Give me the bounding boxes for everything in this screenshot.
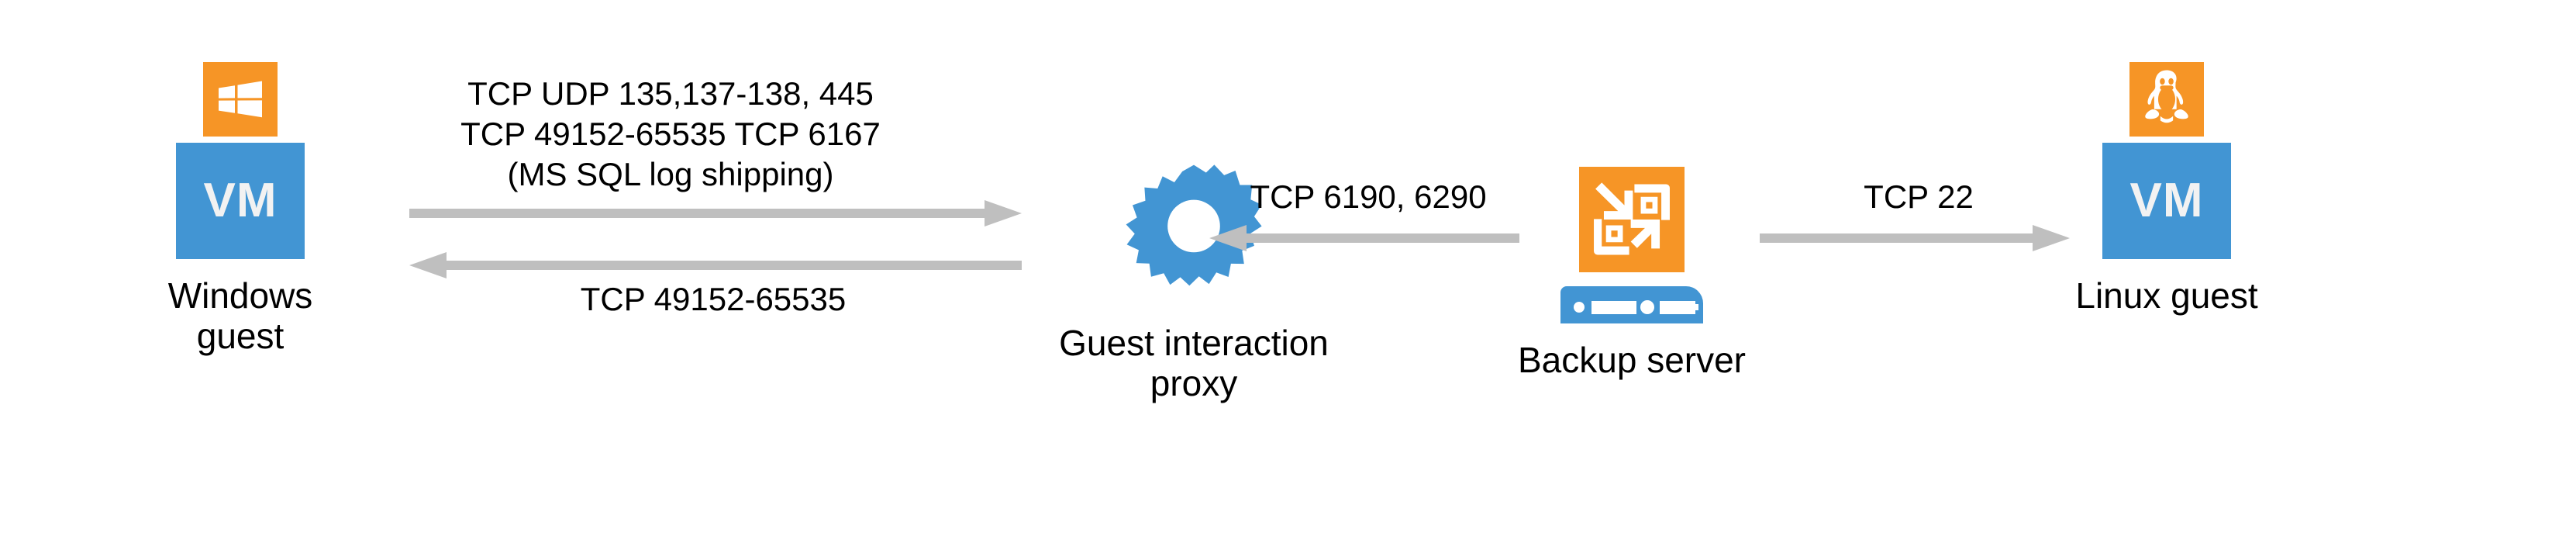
- linux-vm-box[interactable]: VM: [2102, 143, 2231, 259]
- guest-interaction-proxy-caption: Guest interaction proxy: [1059, 323, 1329, 403]
- backup-restore-icon: [1579, 167, 1685, 272]
- backup-server-caption: Backup server: [1517, 340, 1746, 380]
- backup-server-graphic: [1560, 167, 1703, 323]
- linux-guest-caption: Linux guest: [2075, 275, 2258, 316]
- node-guest-interaction-proxy[interactable]: Guest interaction proxy: [1031, 159, 1357, 403]
- node-linux-guest[interactable]: VM Linux guest: [2074, 62, 2260, 316]
- windows-vm-label: VM: [203, 174, 278, 227]
- linux-penguin-icon: [2129, 62, 2204, 137]
- linux-vm-label: VM: [2129, 174, 2204, 227]
- arrow-proxy-to-windows: [409, 252, 1022, 278]
- link-label-proxy-to-windows: TCP 49152-65535: [580, 281, 847, 317]
- link-label-windows-to-proxy: TCP UDP 135,137-138, 445 TCP 49152-65535…: [460, 75, 881, 193]
- arrow-backup-to-linux: [1760, 225, 2070, 251]
- gear-icon: [1120, 159, 1267, 306]
- windows-logo-icon: [203, 62, 278, 137]
- server-rack-icon: [1560, 286, 1703, 323]
- link-label-backup-to-linux: TCP 22: [1864, 178, 1974, 215]
- arrow-backup-to-proxy: [1209, 225, 1519, 251]
- arrow-windows-to-proxy: [409, 200, 1022, 227]
- windows-vm-box[interactable]: VM: [176, 143, 305, 259]
- node-backup-server[interactable]: Backup server: [1485, 167, 1779, 381]
- node-windows-guest[interactable]: VM Windows guest: [147, 62, 333, 356]
- link-label-backup-to-proxy: TCP 6190, 6290: [1250, 178, 1487, 215]
- windows-guest-caption: Windows guest: [167, 275, 313, 356]
